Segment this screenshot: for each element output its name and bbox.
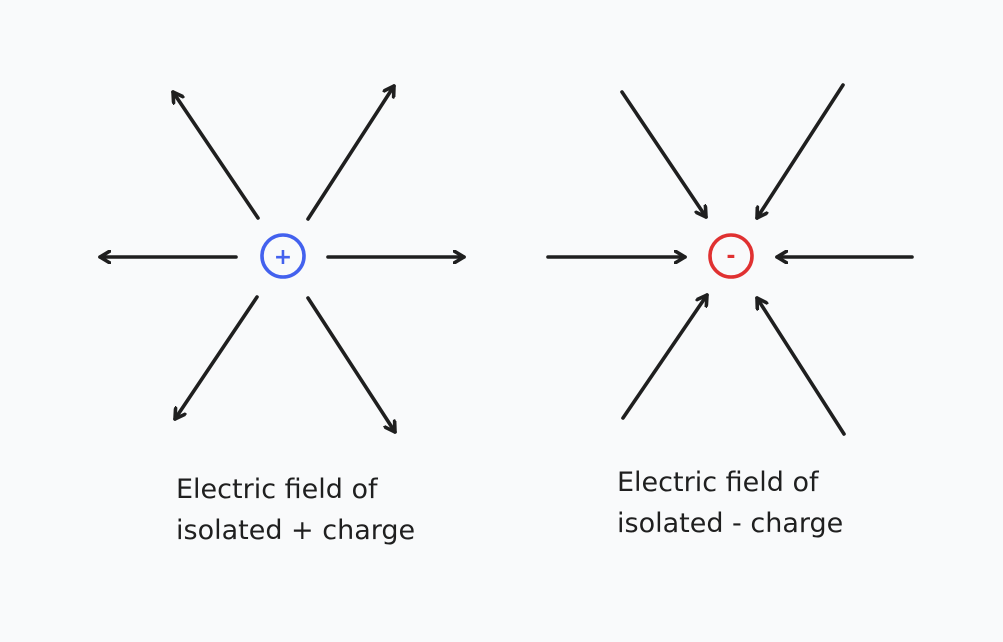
- negative-charge-circle: [708, 233, 754, 279]
- negative-charge-caption: Electric field of isolated - charge: [617, 462, 843, 544]
- negative-charge-sign: -: [726, 244, 735, 269]
- positive-charge-caption: Electric field of isolated + charge: [176, 469, 415, 551]
- field-arrow-negative-upper-left: [620, 90, 708, 219]
- positive-field-arrows: [98, 84, 466, 434]
- field-arrow-positive-upper-right: [306, 84, 396, 221]
- field-arrow-negative-lower-right: [755, 296, 846, 436]
- negative-charge: -: [708, 233, 754, 279]
- negative-caption-line-1: Electric field of: [617, 467, 819, 498]
- positive-charge-circle: [260, 233, 306, 279]
- positive-charge-sign: +: [274, 245, 292, 270]
- positive-caption-line-1: Electric field of: [176, 474, 378, 505]
- positive-charge: +: [260, 233, 306, 279]
- field-arrow-positive-lower-left: [173, 295, 259, 421]
- field-arrow-negative-upper-right: [755, 83, 845, 220]
- positive-caption-line-2: isolated + charge: [176, 515, 416, 546]
- negative-field-arrows: [546, 83, 914, 436]
- field-arrow-negative-lower-left: [621, 293, 709, 420]
- field-arrow-positive-lower-right: [306, 296, 397, 434]
- field-arrow-positive-upper-left: [171, 90, 260, 220]
- negative-caption-line-2: isolated - charge: [617, 508, 844, 539]
